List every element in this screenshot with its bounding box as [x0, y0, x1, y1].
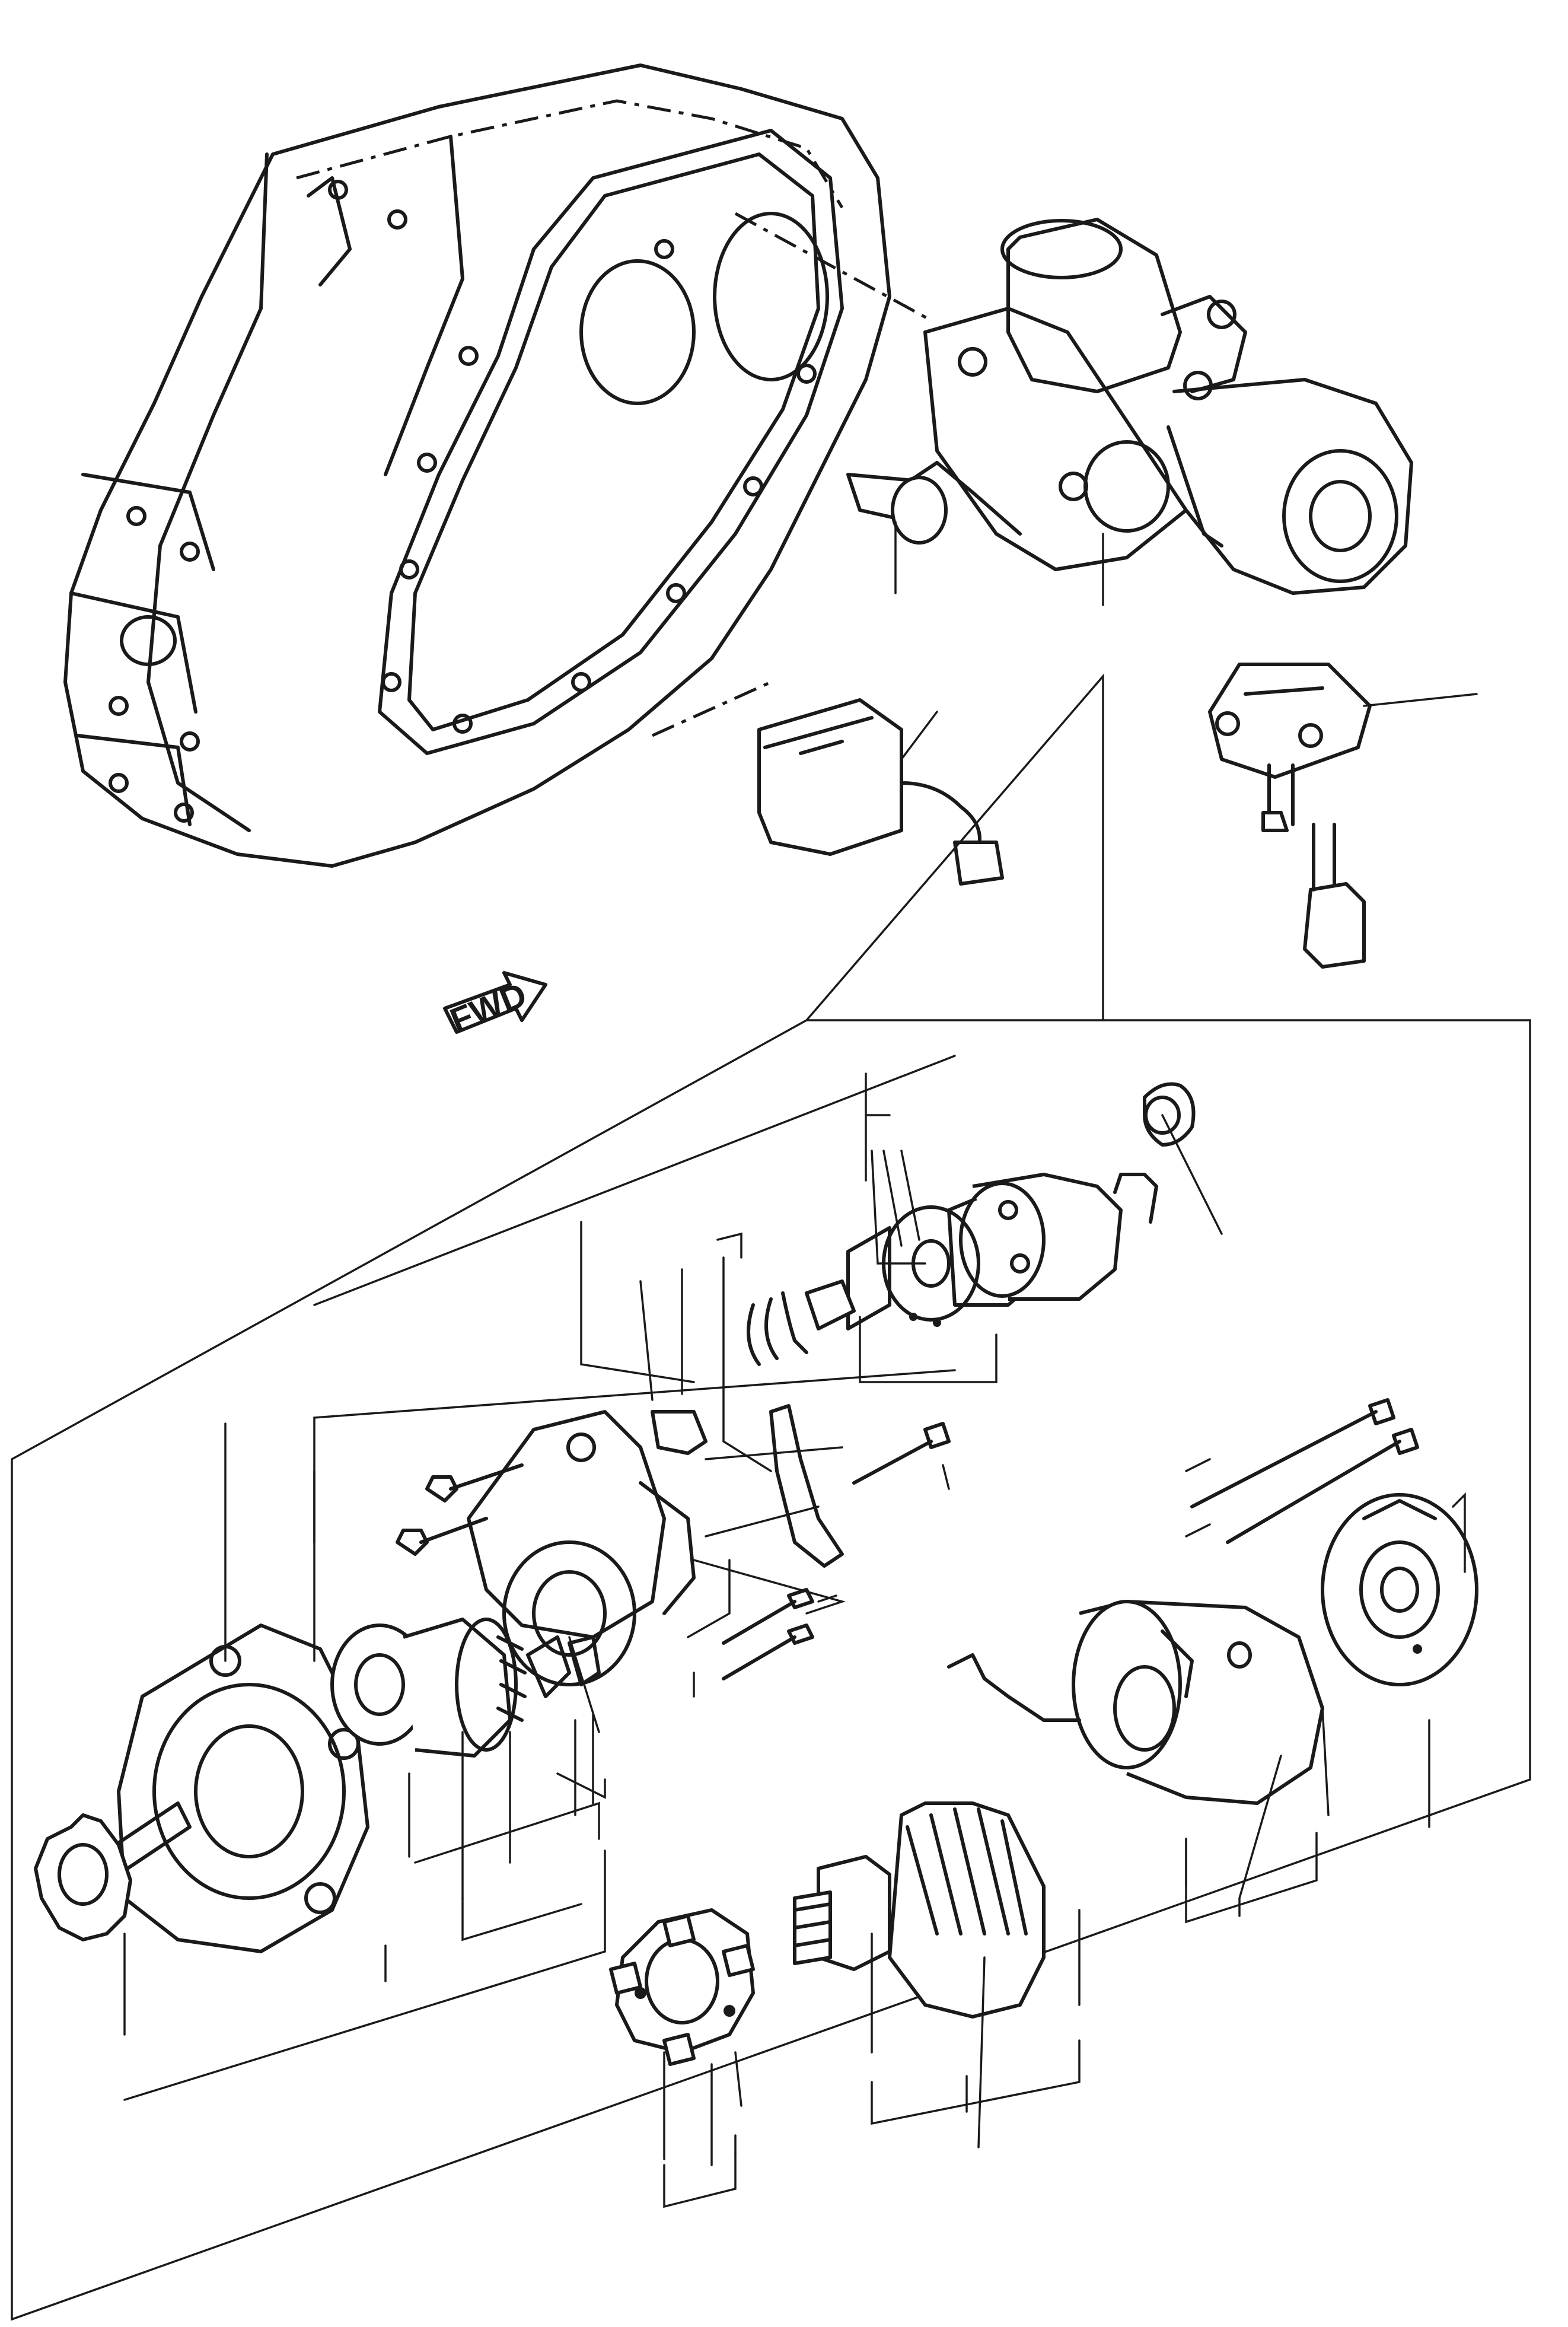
through-bolts-center	[722, 1422, 951, 1680]
solenoid-switch	[805, 1082, 1196, 1330]
exploded-view-frame	[11, 673, 1531, 2321]
starter-mount-bolt	[846, 473, 948, 545]
bracket	[651, 1410, 707, 1455]
fwd-label: FWD	[445, 975, 532, 1040]
shift-lever	[769, 1404, 844, 1568]
fwd-arrow-icon: FWD	[443, 971, 547, 1040]
callout-leaders	[123, 521, 1478, 2208]
relay-left	[757, 698, 1004, 886]
through-bolts-right	[1190, 1398, 1419, 1544]
front-bracket	[34, 1624, 369, 1953]
brush-holder	[609, 1908, 755, 2066]
rear-cover	[1321, 1493, 1478, 1686]
yoke-assembly	[947, 1600, 1324, 1805]
spring	[747, 1291, 808, 1366]
flywheel-housing	[63, 63, 932, 868]
gear-housing	[467, 1410, 696, 1686]
starter-motor-assembly	[900, 218, 1413, 595]
relay-right	[1208, 663, 1372, 969]
overrunning-clutch	[330, 1618, 601, 1758]
housing-bolt-holes	[109, 180, 817, 823]
housing-bolts-left	[396, 1463, 524, 1556]
armature	[793, 1801, 1046, 2019]
